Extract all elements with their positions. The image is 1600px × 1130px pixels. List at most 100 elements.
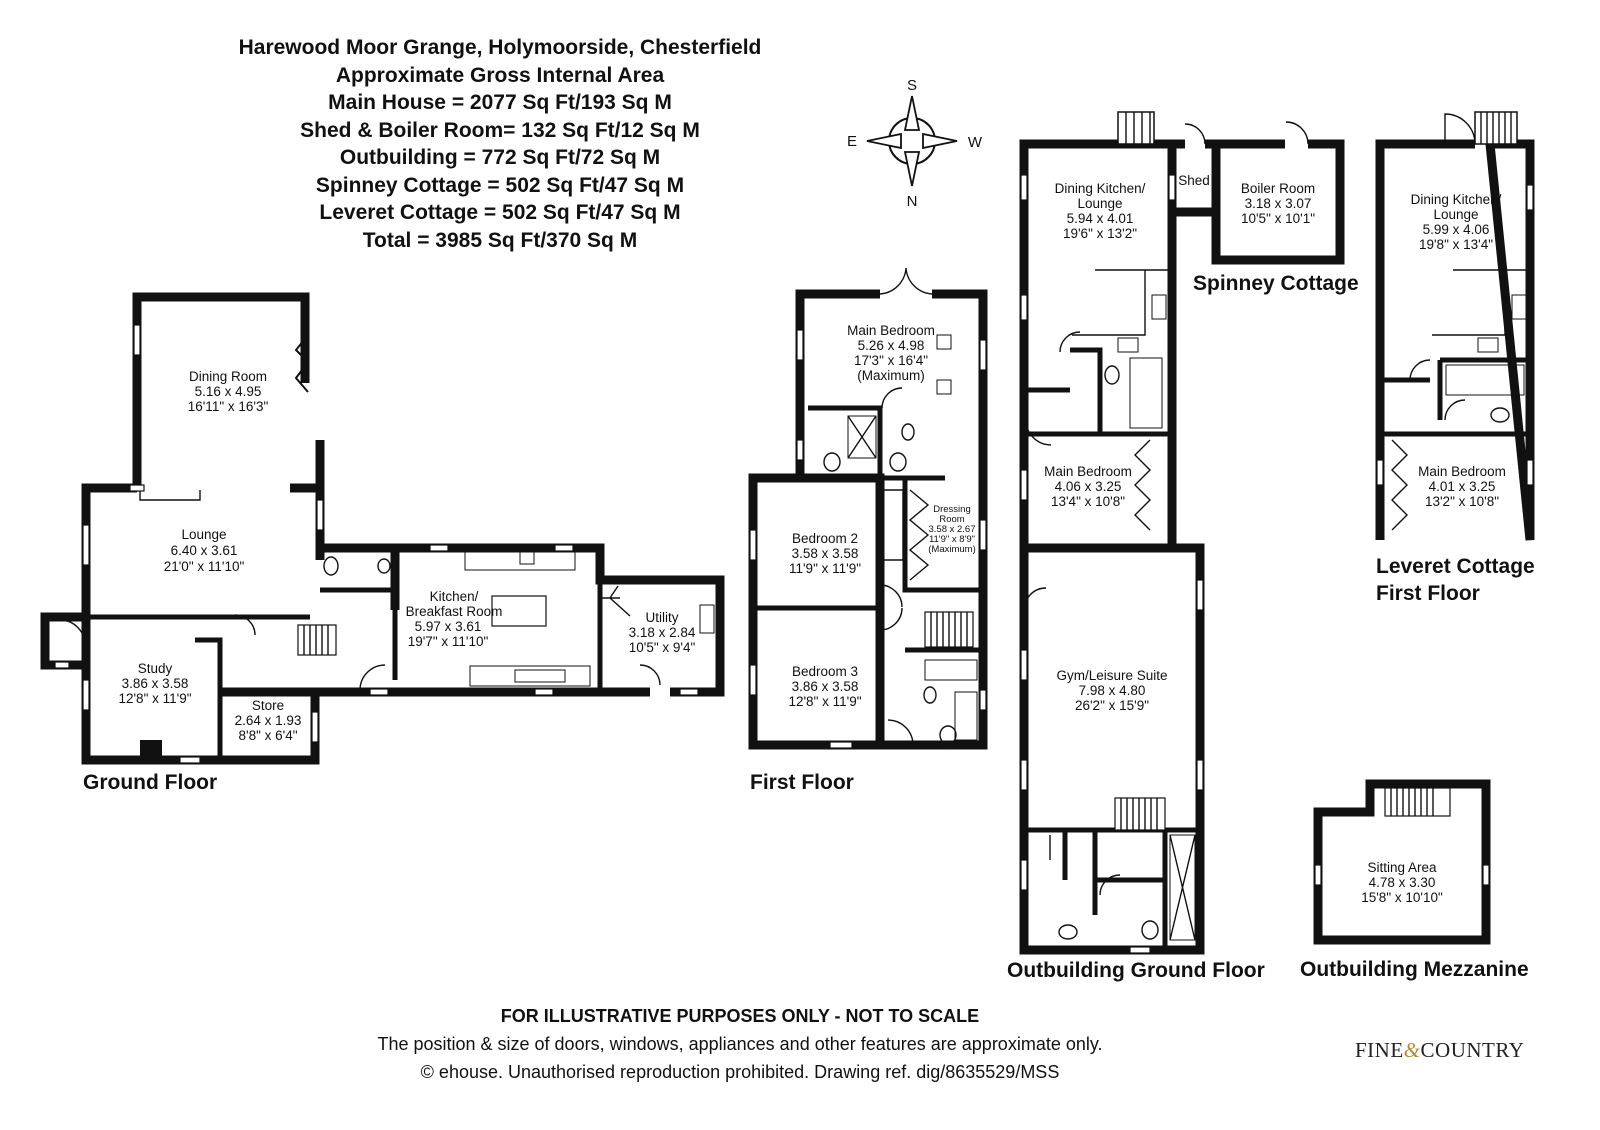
room-metric: 3.18 x 2.84 xyxy=(629,625,696,640)
compass-n: N xyxy=(907,193,918,210)
room-note: (Maximum) xyxy=(857,368,925,383)
room-name-2: Lounge xyxy=(1433,207,1478,222)
area-total: Total = 3985 Sq Ft/370 Sq M xyxy=(362,228,638,252)
room-imperial: 21'0" x 11'10" xyxy=(164,559,245,574)
room-imperial: 13'4" x 10'8" xyxy=(1051,494,1125,509)
room-imperial: 13'2" x 10'8" xyxy=(1425,494,1499,509)
room-name: Dining Kitchen/ xyxy=(1411,192,1502,207)
room-name: Dining Kitchen/ xyxy=(1055,181,1146,196)
logo-amp: & xyxy=(1403,1038,1421,1062)
area-shed-boiler: Shed & Boiler Room= 132 Sq Ft/12 Sq M xyxy=(300,118,700,142)
area-heading: Approximate Gross Internal Area xyxy=(335,63,665,87)
room-name: Kitchen/ xyxy=(430,589,479,604)
ground-floor-plan xyxy=(40,292,725,765)
room-metric: 3.58 x 3.58 xyxy=(792,546,859,561)
room-main-bedroom: Main Bedroom 5.26 x 4.98 17'3" x 16'4" (… xyxy=(847,323,935,383)
room-name: Utility xyxy=(646,610,679,625)
room-store: Store 2.64 x 1.93 8'8" x 6'4" xyxy=(235,698,302,743)
property-address: Harewood Moor Grange, Holymoorside, Ches… xyxy=(238,36,762,59)
room-imperial: 12'8" x 11'9" xyxy=(118,691,191,706)
room-bedroom3: Bedroom 3 3.86 x 3.58 12'8" x 11'9" xyxy=(788,664,861,709)
room-metric: 5.26 x 4.98 xyxy=(858,338,925,353)
compass-e: E xyxy=(847,133,857,150)
room-shed: Shed xyxy=(1178,173,1210,188)
room-name-2: Lounge xyxy=(1077,196,1122,211)
room-metric: 4.78 x 3.30 xyxy=(1369,875,1436,890)
floor-label-mezzanine: Outbuilding Mezzanine xyxy=(1300,958,1529,981)
copyright-text: © ehouse. Unauthorised reproduction proh… xyxy=(420,1062,1060,1082)
room-name: Study xyxy=(138,661,173,676)
room-dressing: Dressing Room 3.58 x 2.67 11'9" x 8'9" (… xyxy=(928,504,976,555)
room-leveret-bedroom: Main Bedroom 4.01 x 3.25 13'2" x 10'8" xyxy=(1418,464,1506,509)
first-floor-plan xyxy=(748,267,988,750)
room-imperial: 19'7" x 11'10" xyxy=(408,634,489,649)
room-kitchen: Kitchen/ Breakfast Room 5.97 x 3.61 19'7… xyxy=(406,589,503,649)
room-name: Sitting Area xyxy=(1367,860,1437,875)
logo-left: FINE xyxy=(1355,1038,1404,1062)
room-metric: 5.94 x 4.01 xyxy=(1067,211,1134,226)
room-utility: Utility 3.18 x 2.84 10'5" x 9'4" xyxy=(629,610,696,655)
room-sitting-area: Sitting Area 4.78 x 3.30 15'8" x 10'10" xyxy=(1361,860,1443,905)
floor-label-outbuilding-ground: Outbuilding Ground Floor xyxy=(1007,959,1265,982)
room-bedroom2: Bedroom 2 3.58 x 3.58 11'9" x 11'9" xyxy=(789,531,861,576)
room-boiler: Boiler Room 3.18 x 3.07 10'5" x 10'1" xyxy=(1241,181,1315,226)
compass-s: S xyxy=(907,77,917,94)
room-name: Lounge xyxy=(181,527,226,542)
room-spinney-dining-kitchen: Dining Kitchen/ Lounge 5.94 x 4.01 19'6"… xyxy=(1055,181,1146,241)
room-imperial: 15'8" x 10'10" xyxy=(1361,890,1443,905)
area-leveret: Leveret Cottage = 502 Sq Ft/47 Sq M xyxy=(319,201,681,224)
room-metric: 7.98 x 4.80 xyxy=(1079,683,1146,698)
spinney-outbuilding-plan xyxy=(1019,111,1345,955)
logo-right: COUNTRY xyxy=(1420,1038,1525,1062)
room-imperial: 10'5" x 10'1" xyxy=(1241,211,1315,226)
room-name: Main Bedroom xyxy=(1418,464,1506,479)
room-imperial: 26'2" x 15'9" xyxy=(1075,698,1149,713)
room-name: Store xyxy=(252,698,284,713)
room-metric: 3.86 x 3.58 xyxy=(122,676,189,691)
room-dining: Dining Room 5.16 x 4.95 16'11" x 16'3" xyxy=(188,369,269,414)
room-imperial: 19'8" x 13'4" xyxy=(1419,237,1493,252)
room-metric: 2.64 x 1.93 xyxy=(235,713,302,728)
room-imperial: 11'9" x 11'9" xyxy=(789,561,861,576)
room-name: Shed xyxy=(1178,173,1210,188)
room-name: Bedroom 3 xyxy=(792,664,858,679)
room-imperial: 12'8" x 11'9" xyxy=(788,694,861,709)
floor-label-ground: Ground Floor xyxy=(83,771,217,794)
agency-logo: FINE&COUNTRY xyxy=(1355,1038,1524,1063)
leveret-cottage-plan xyxy=(1375,111,1535,541)
room-name: Gym/Leisure Suite xyxy=(1056,668,1167,683)
plan-header: Harewood Moor Grange, Holymoorside, Ches… xyxy=(150,34,850,254)
room-gym: Gym/Leisure Suite 7.98 x 4.80 26'2" x 15… xyxy=(1056,668,1167,713)
room-note: (Maximum) xyxy=(928,544,976,555)
area-main-house: Main House = 2077 Sq Ft/193 Sq M xyxy=(328,91,672,114)
room-name: Bedroom 2 xyxy=(792,531,858,546)
area-spinney: Spinney Cottage = 502 Sq Ft/47 Sq M xyxy=(315,173,685,197)
room-imperial: 10'5" x 9'4" xyxy=(629,640,696,655)
floor-label-first: First Floor xyxy=(750,771,854,794)
room-name: Dining Room xyxy=(189,369,267,384)
room-lounge: Lounge 6.40 x 3.61 21'0" x 11'10" xyxy=(164,527,245,574)
room-name: Dressing xyxy=(933,504,971,515)
room-metric: 5.16 x 4.95 xyxy=(195,384,262,399)
compass-w: W xyxy=(968,134,983,151)
room-spinney-bedroom: Main Bedroom 4.06 x 3.25 13'4" x 10'8" xyxy=(1044,464,1132,509)
disclaimer-title: FOR ILLUSTRATIVE PURPOSES ONLY - NOT TO … xyxy=(500,1006,980,1026)
room-imperial: 17'3" x 16'4" xyxy=(854,353,928,368)
room-metric: 6.40 x 3.61 xyxy=(171,543,238,558)
room-name-2: Breakfast Room xyxy=(406,604,503,619)
room-imperial: 19'6" x 13'2" xyxy=(1063,226,1137,241)
floor-label-leveret-first: First Floor xyxy=(1376,582,1480,605)
floor-label-leveret: Leveret Cottage xyxy=(1376,555,1535,578)
room-name-2: Room xyxy=(939,514,964,525)
room-leveret-dining-kitchen: Dining Kitchen/ Lounge 5.99 x 4.06 19'8"… xyxy=(1411,192,1502,252)
room-name: Boiler Room xyxy=(1241,181,1315,196)
room-name: Main Bedroom xyxy=(847,323,935,338)
room-metric: 4.01 x 3.25 xyxy=(1429,479,1496,494)
area-outbuilding: Outbuilding = 772 Sq Ft/72 Sq M xyxy=(339,146,661,169)
room-study: Study 3.86 x 3.58 12'8" x 11'9" xyxy=(118,661,191,706)
room-imperial: 11'9" x 8'9" xyxy=(929,534,975,545)
room-metric: 4.06 x 3.25 xyxy=(1055,479,1122,494)
disclaimer-text: The position & size of doors, windows, a… xyxy=(377,1034,1103,1054)
room-imperial: 16'11" x 16'3" xyxy=(188,399,269,414)
